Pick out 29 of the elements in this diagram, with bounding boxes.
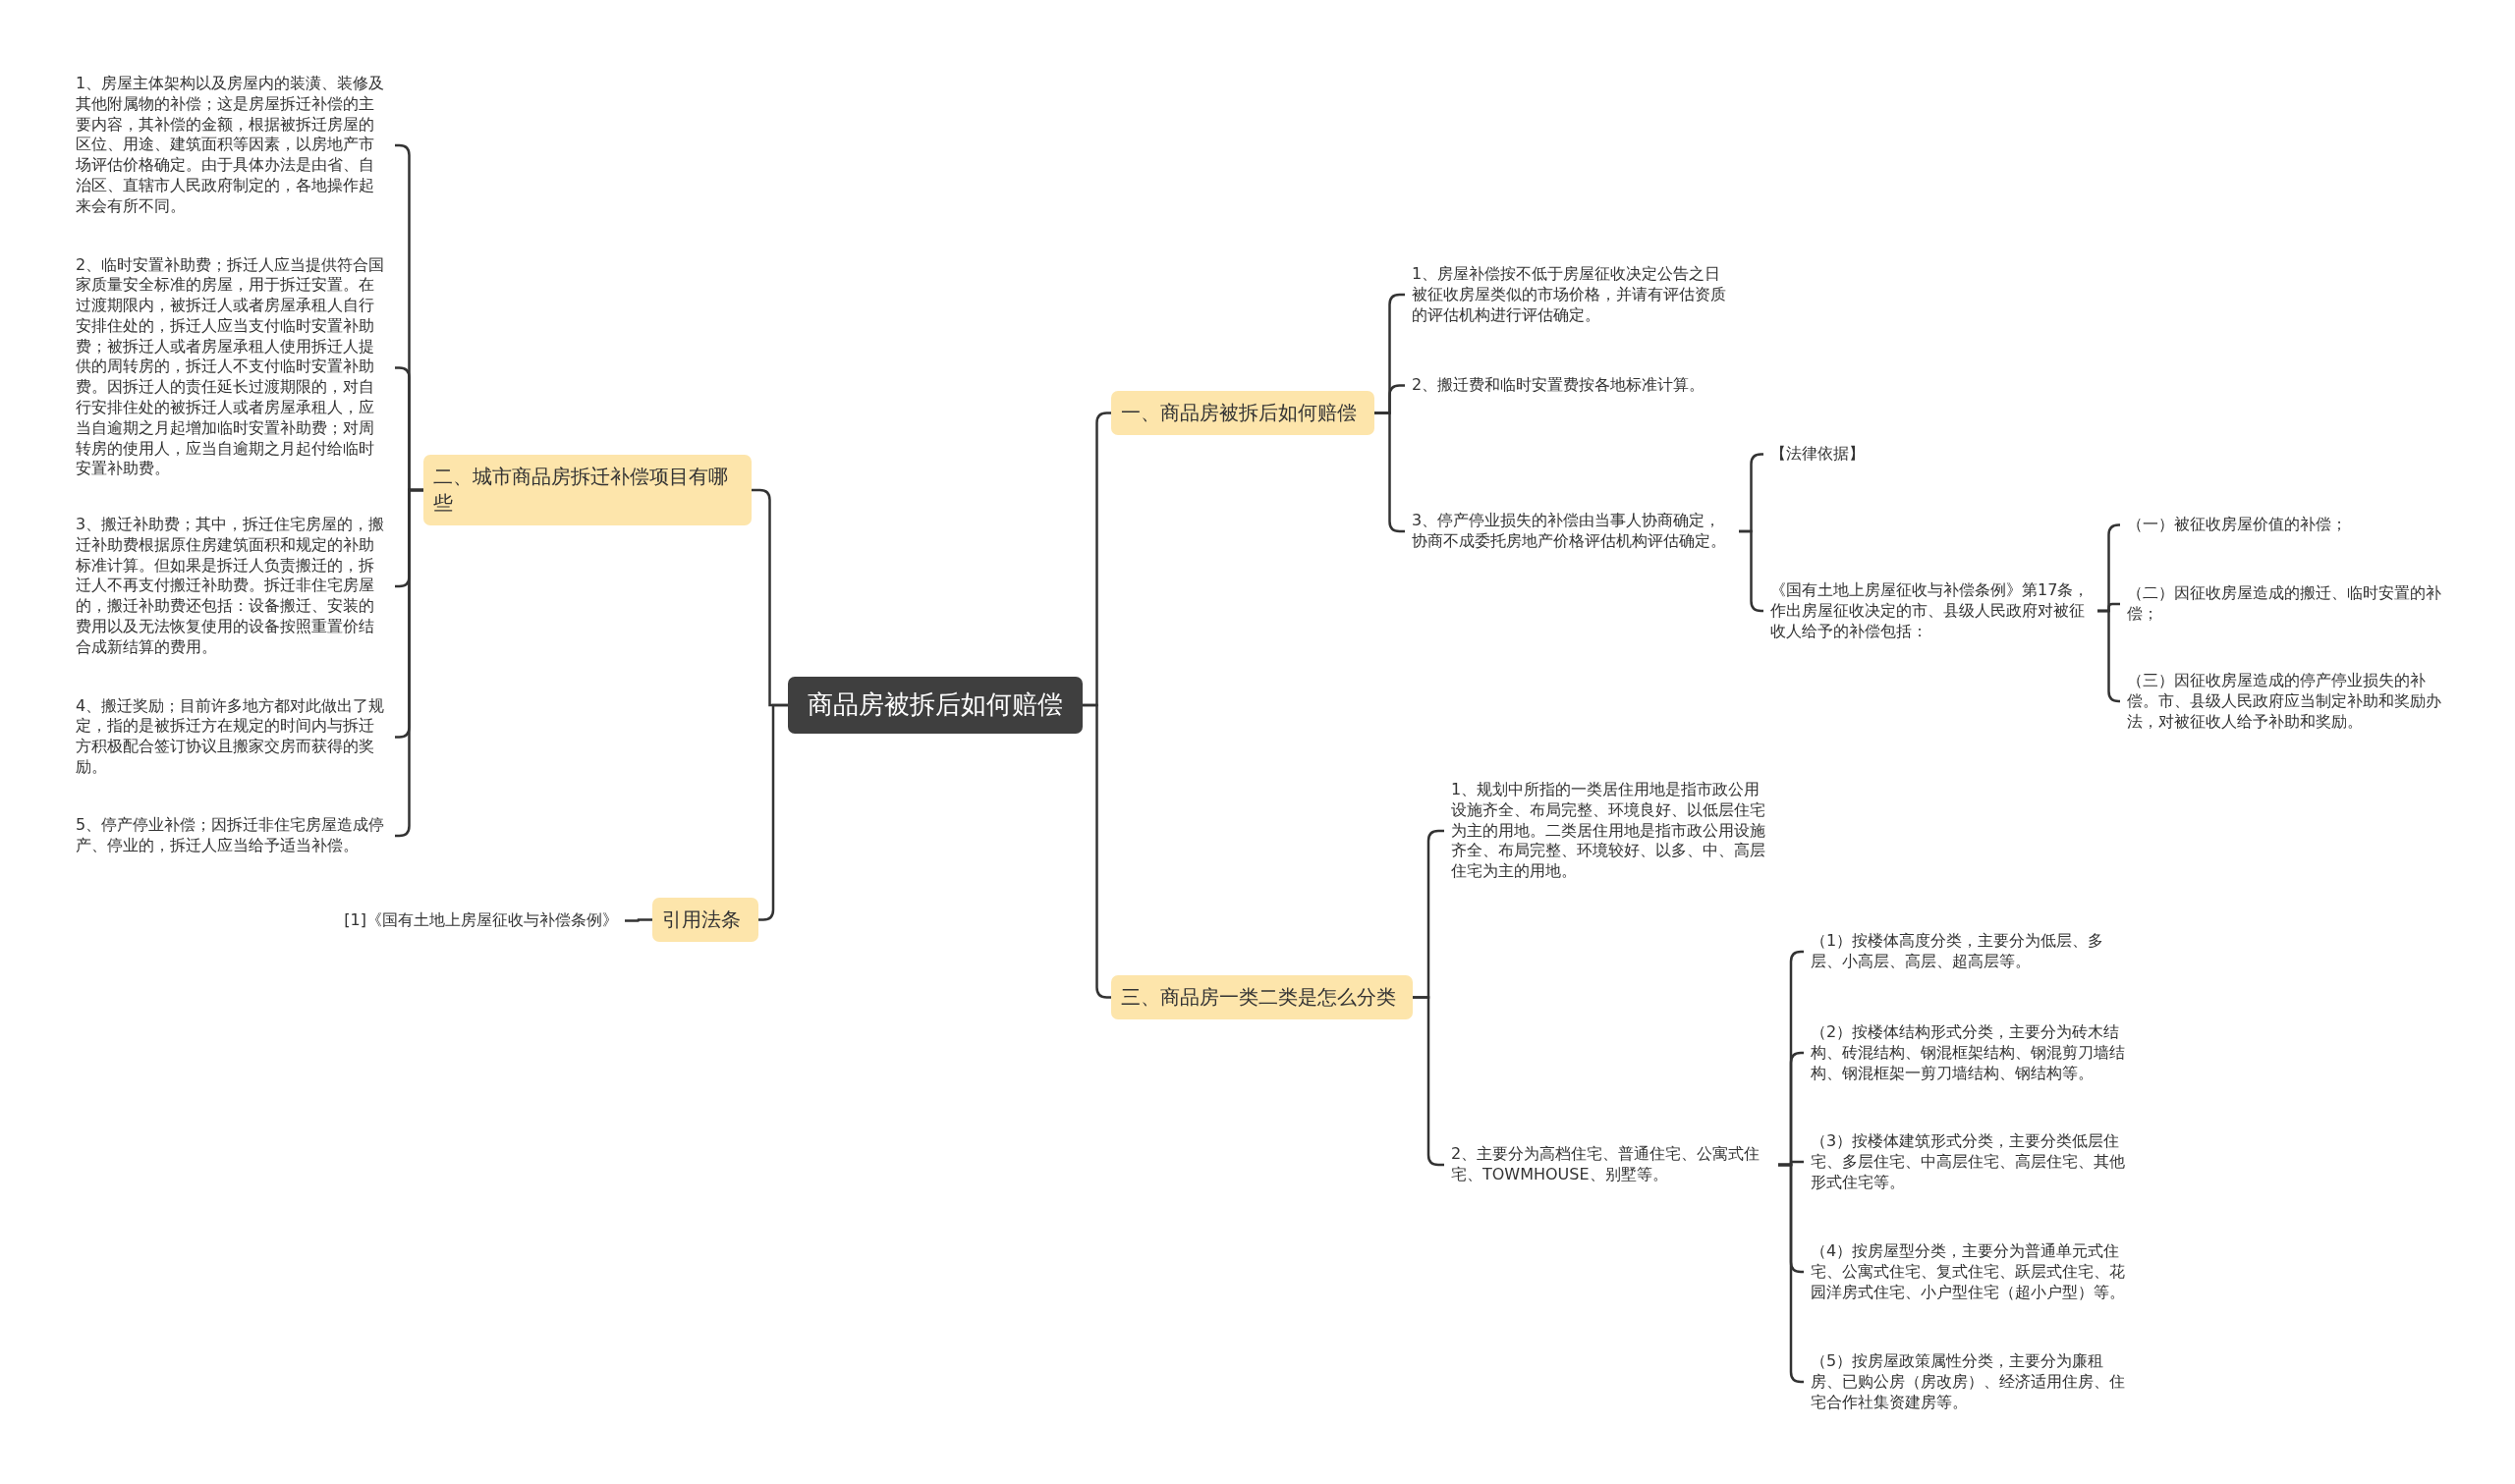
branch-topic: 引用法条 — [652, 897, 758, 942]
detail-text: （5）按房屋政策属性分类，主要分为廉租房、已购公房（房改房）、经济适用住房、住宅合作社集资建房等。 — [1804, 1349, 2138, 1415]
detail-text: 2、搬迁费和临时安置费按各地标准计算。 — [1405, 372, 1739, 398]
detail-text: 1、房屋补偿按不低于房屋征收决定公告之日被征收房屋类似的市场价格，并请有评估资质的评估机构进行评估确定。 — [1405, 262, 1739, 328]
connector-line — [1739, 529, 1763, 613]
detail-text: 2、临时安置补助费；拆迁人应当提供符合国家质量安全标准的房屋，用于拆迁安置。在过渡期限内，被拆迁人或者房屋承租人自行安排住处的，拆迁人应当支付临时安置补助费；被拆迁人或者房屋承租人使用拆迁人提供的周转房的，拆迁人不支付临时安置补助费。因拆迁人的责任延长过渡期限的，对自行安排住处的被拆迁人或者房屋承租人，应当自逾期之月起增加临时安置补助费；对周转房的使用人，应当自逾期之月起付给临时安置补助费。 — [69, 252, 395, 482]
detail-text: [1]《国有土地上房屋征收与补偿条例》 — [310, 907, 625, 933]
detail-text: 【法律依据】 — [1763, 441, 1881, 467]
detail-text: （4）按房屋型分类，主要分为普通单元式住宅、公寓式住宅、复式住宅、跃层式住宅、花园洋房式住宅、小户型住宅（超小户型）等。 — [1804, 1239, 2138, 1305]
detail-text: 《国有土地上房屋征收与补偿条例》第17条，作出房屋征收决定的市、县级人民政府对被征收人给予的补偿包括： — [1763, 578, 2097, 644]
root-topic: 商品房被拆后如何赔偿 — [788, 677, 1083, 734]
branch-topic: 三、商品房一类二类是怎么分类 — [1111, 974, 1413, 1019]
detail-text: （3）按楼体建筑形式分类，主要分类低层住宅、多层住宅、中高层住宅、高层住宅、其他形式住宅等。 — [1804, 1129, 2138, 1195]
branch-topic: 一、商品房被拆后如何赔偿 — [1111, 390, 1374, 435]
detail-text: （二）因征收房屋造成的搬迁、临时安置的补偿； — [2120, 581, 2459, 627]
detail-text: 4、搬迁奖励；目前许多地方都对此做出了规定，指的是被拆迁方在规定的时间内与拆迁方积极配合签订协议且搬家交房而获得的奖励。 — [69, 693, 395, 780]
connector-line — [625, 918, 652, 922]
branch-topic: 二、城市商品房拆迁补偿项目有哪些 — [423, 455, 752, 525]
detail-text: （一）被征收房屋价值的补偿； — [2120, 512, 2459, 537]
detail-text: （1）按楼体高度分类，主要分为低层、多层、小高层、高层、超高层等。 — [1804, 929, 2138, 974]
detail-text: （三）因征收房屋造成的停产停业损失的补偿。市、县级人民政府应当制定补助和奖励办法，对被征收人给予补助和奖励。 — [2120, 669, 2459, 735]
detail-text: 5、停产停业补偿；因拆迁非住宅房屋造成停产、停业的，拆迁人应当给予适当补偿。 — [69, 813, 395, 858]
connector-line — [2097, 609, 2121, 703]
detail-text: 1、房屋主体架构以及房屋内的装潢、装修及其他附属物的补偿；这是房屋拆迁补偿的主要内容，其补偿的金额，根据被拆迁房屋的区位、用途、建筑面积等因素，以房地产市场评估价格确定。由于具体办法是由省、自治区、直辖市人民政府制定的，各地操作起来会有所不同。 — [69, 72, 395, 219]
detail-text: 2、主要分为高档住宅、普通住宅、公寓式住宅、TOWMHOUSE、别墅等。 — [1444, 1142, 1778, 1187]
detail-text: 1、规划中所指的一类居住用地是指市政公用设施齐全、布局完整、环境良好、以低层住宅为主的用地。二类居住用地是指市政公用设施齐全、布局完整、环境较好、以多、中、高层住宅为主的用地。 — [1444, 778, 1778, 884]
detail-text: 3、搬迁补助费；其中，拆迁住宅房屋的，搬迁补助费根据原住房建筑面积和规定的补助标准计算。但如果是拆迁人负责搬迁的，拆迁人不再支付搬迁补助费。拆迁非住宅房屋的，搬迁补助费还包括：设备搬迁、安装的费用以及无法恢复使用的设备按照重置价结合成新结算的费用。 — [69, 513, 395, 660]
detail-text: 3、停产停业损失的补偿由当事人协商确定，协商不成委托房地产价格评估机构评估确定。 — [1405, 509, 1739, 554]
detail-text: （2）按楼体结构形式分类，主要分为砖木结构、砖混结构、钢混框架结构、钢混剪刀墙结构、钢混框架一剪刀墙结构、钢结构等。 — [1804, 1020, 2138, 1086]
